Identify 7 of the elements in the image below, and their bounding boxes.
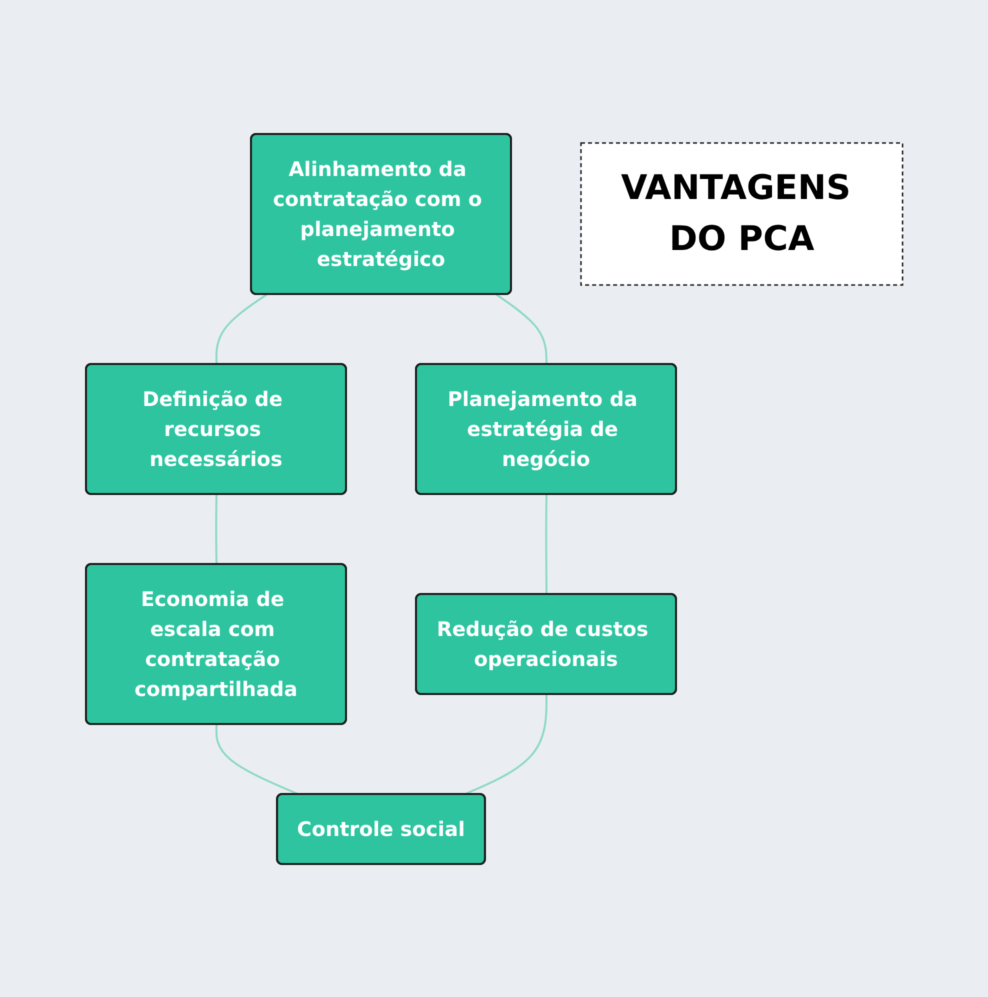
connector — [495, 293, 548, 364]
connector — [215, 293, 267, 364]
connector — [544, 494, 548, 594]
connector — [463, 694, 548, 795]
node-box: VANTAGENS DO PCA — [580, 142, 904, 286]
connector — [215, 724, 300, 795]
connector — [214, 494, 218, 564]
